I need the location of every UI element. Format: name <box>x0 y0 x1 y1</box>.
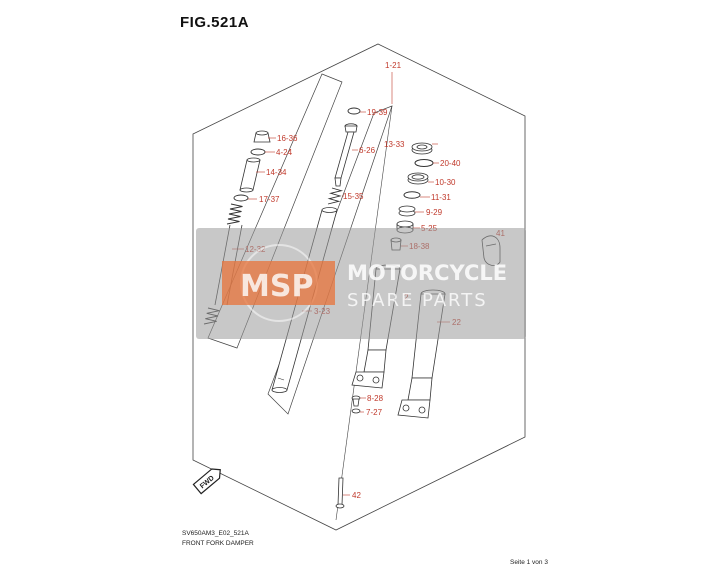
callout-1-21: 1-21 <box>385 61 402 70</box>
callout-16-36: 16-36 <box>277 134 298 143</box>
part-oil-seal-10-30 <box>407 172 429 185</box>
watermark-logo-box <box>222 261 335 305</box>
group-divider-left <box>207 73 343 349</box>
part-washer-17-37 <box>233 194 249 202</box>
part-o-ring-4-24 <box>250 148 266 156</box>
part-washer-11-31 <box>403 191 421 199</box>
callout-19-39: 19-39 <box>367 108 388 117</box>
part-bolt-42 <box>335 477 345 509</box>
callout-15-35: 15-35 <box>343 192 364 201</box>
fwd-direction-badge: FWD <box>192 468 221 495</box>
part-bushing-9-29 <box>398 205 416 217</box>
callout-17-37: 17-37 <box>259 195 280 204</box>
callout-7-27: 7-27 <box>366 408 383 417</box>
part-ring-19-39 <box>347 107 361 115</box>
callout-8-28: 8-28 <box>367 394 384 403</box>
figure-title: FIG.521A <box>180 14 250 31</box>
callout-14-34: 14-34 <box>266 168 287 177</box>
callout-42: 42 <box>352 491 361 500</box>
callout-4-24: 4-24 <box>276 148 293 157</box>
part-washer-7-27 <box>351 408 361 414</box>
callout-11-31: 11-31 <box>431 193 451 202</box>
callout-6-26: 6-26 <box>359 146 376 155</box>
diagram-border <box>192 43 526 531</box>
footer-caption: FRONT FORK DAMPER <box>182 540 254 547</box>
callout-9-29: 9-29 <box>426 208 443 217</box>
part-clip-20-40 <box>414 159 434 167</box>
footer-page: Seite 1 von 3 <box>510 559 548 566</box>
part-bolt-8-28 <box>351 395 361 407</box>
part-rebound-spring-15-35 <box>327 187 344 205</box>
callout-10-30: 10-30 <box>435 178 456 187</box>
callout-13-33: 13-33 <box>384 140 405 149</box>
watermark-logo: MSP <box>240 269 313 304</box>
callout-20-40: 20-40 <box>440 159 461 168</box>
part-cap-bolt-16-36 <box>253 130 271 143</box>
watermark-line1: MOTORCYCLE <box>347 261 507 285</box>
watermark-line2: SPARE PARTS <box>347 290 488 311</box>
part-spacer-14-34 <box>239 157 261 193</box>
watermark: MSP MOTORCYCLE SPARE PARTS <box>196 228 526 339</box>
part-seal-13-33 <box>411 142 433 155</box>
part-damper-rod-6-26 <box>334 123 358 187</box>
footer-model-code: SV650AM3_E02_521A <box>182 530 249 537</box>
